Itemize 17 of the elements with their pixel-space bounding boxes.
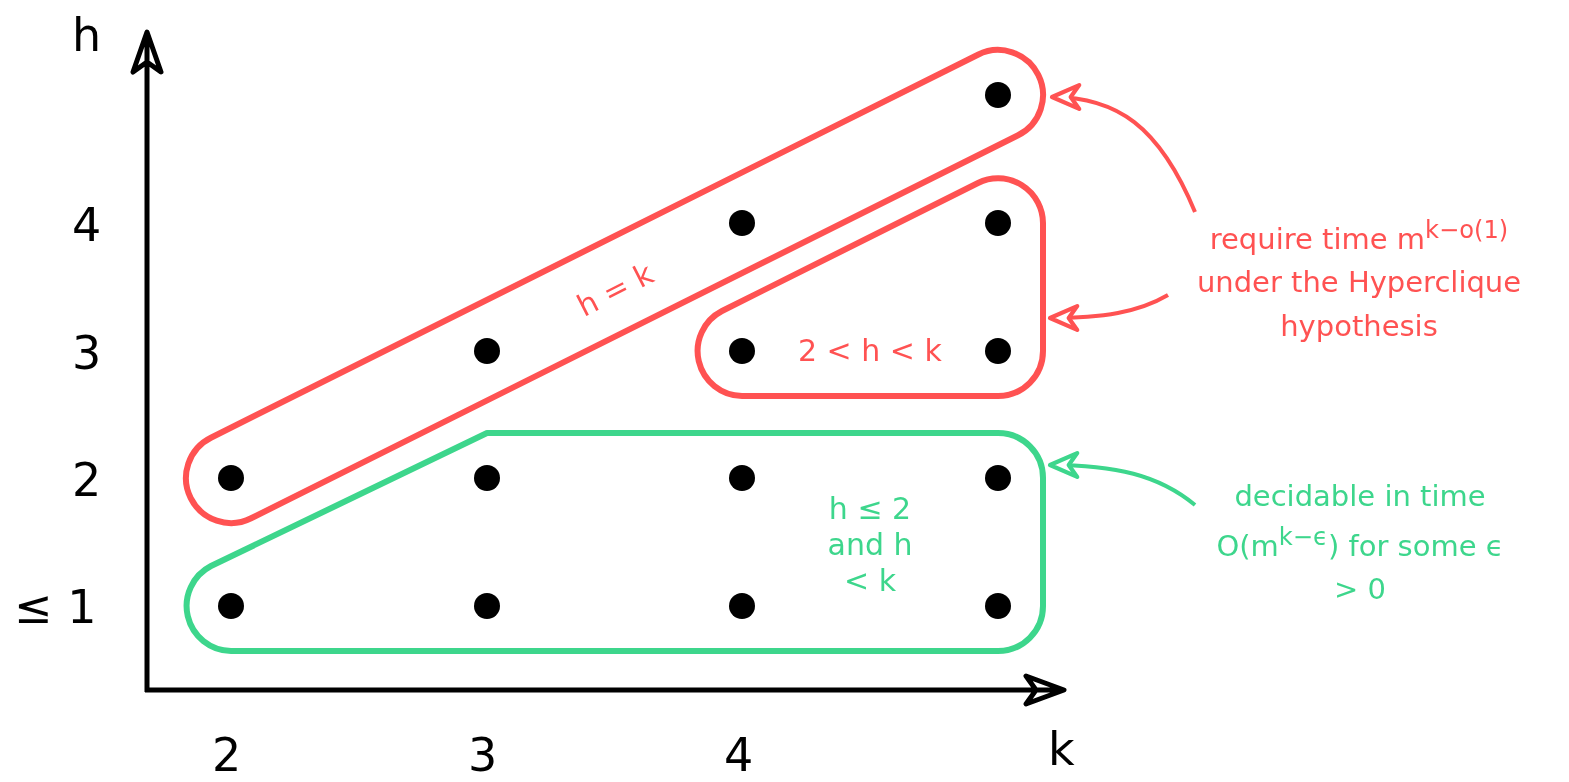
axis-label: h (72, 8, 102, 62)
tick-label: 2 (72, 453, 102, 507)
arrow (1047, 293, 1169, 332)
tick-label: 3 (72, 326, 102, 380)
tick-label: 2 (212, 728, 242, 782)
tick-label: 3 (468, 728, 498, 782)
region-label: h ≤ 2 and h < k (826, 491, 914, 599)
axis-label: k (1048, 722, 1075, 776)
annotation-text: decidable in time O(m$^{k−ϵ}$) for some ϵ > 0 (1205, 475, 1515, 612)
region-label: h = k (570, 255, 659, 325)
tick-label: 4 (72, 198, 102, 252)
annotation-text: require time m$^{k−o(1)}$ under the Hyperclique hypothesis (1168, 212, 1550, 349)
tick-label: 4 (724, 728, 754, 782)
arrow (1049, 84, 1197, 213)
region-label: 2 < h < k (798, 333, 942, 369)
arrow (1047, 451, 1197, 507)
tick-label: ≤ 1 (14, 580, 97, 634)
